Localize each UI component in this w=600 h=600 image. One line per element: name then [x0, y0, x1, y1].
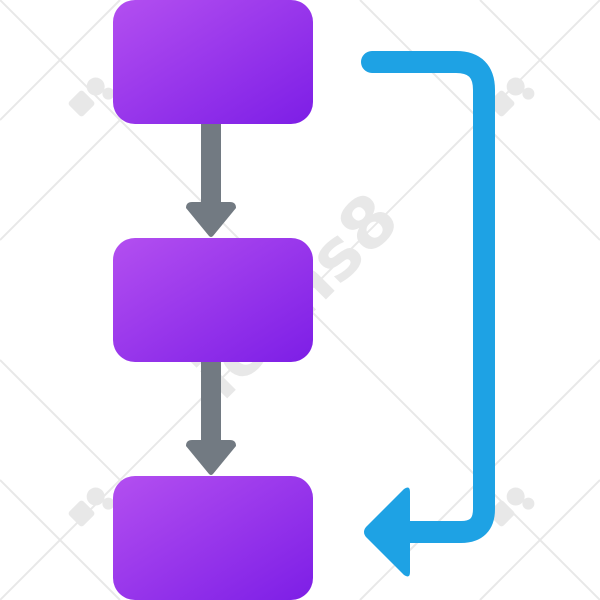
process-boxes: [113, 0, 313, 600]
connector-arrows: [186, 118, 236, 475]
watermark-line: [479, 479, 600, 600]
watermark-line: [0, 479, 121, 600]
watermark-logo-icon: [68, 77, 115, 117]
loop-back-arrow-icon: [361, 51, 495, 577]
watermark-logo-icon: [68, 487, 115, 527]
process-box-step-3: [113, 476, 313, 600]
watermark-line: [0, 0, 121, 121]
connector-arrow-1: [186, 118, 236, 237]
watermark-logo-icon: [488, 487, 535, 527]
process-box-step-1: [113, 0, 313, 124]
connector-arrow-2: [186, 356, 236, 475]
watermark-logo-icon: [488, 77, 535, 117]
process-box-step-2: [113, 238, 313, 362]
watermark-line: [479, 0, 600, 121]
